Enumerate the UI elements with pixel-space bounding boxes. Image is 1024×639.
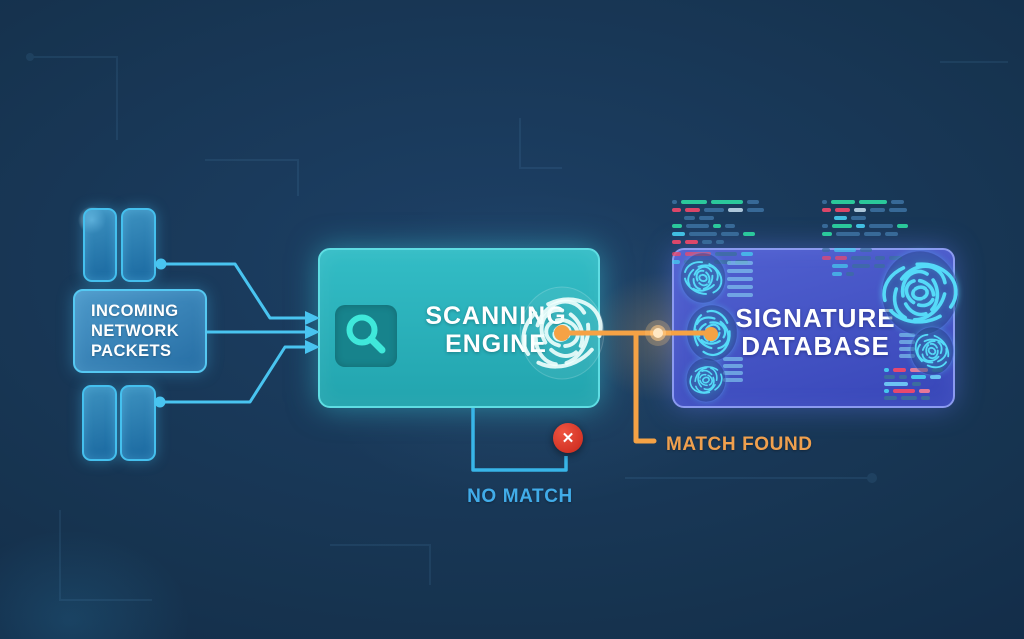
code-lines <box>672 200 768 248</box>
no-match-label: NO MATCH <box>467 486 573 507</box>
match-found-label: MATCH FOUND <box>666 434 813 455</box>
code-lines <box>822 200 912 240</box>
magnifier-tile <box>335 305 397 367</box>
database-title-line: DATABASE <box>741 331 890 361</box>
node-signature-database: SIGNATURE DATABASE <box>672 248 955 408</box>
x-icon: ✕ <box>553 423 583 453</box>
packet-block <box>120 385 156 461</box>
engine-title: SCANNING ENGINE <box>390 302 602 358</box>
packet-block <box>121 208 156 282</box>
database-title-line: SIGNATURE <box>735 303 896 333</box>
node-incoming-packets: INCOMING NETWORK PACKETS <box>73 289 207 373</box>
node-label-line: INCOMING <box>91 302 179 320</box>
corner-glow <box>0 530 190 639</box>
database-title: SIGNATURE DATABASE <box>674 304 957 360</box>
packet-block <box>82 385 117 461</box>
packet-block <box>83 208 117 282</box>
node-scanning-engine: SCANNING ENGINE <box>318 248 600 408</box>
engine-title-line: SCANNING <box>425 302 567 330</box>
node-label-line: PACKETS <box>91 342 172 360</box>
magnifier-icon <box>346 314 386 354</box>
node-label-line: NETWORK <box>91 322 180 340</box>
x-glyph: ✕ <box>561 430 575 447</box>
engine-title-line: ENGINE <box>445 330 547 358</box>
